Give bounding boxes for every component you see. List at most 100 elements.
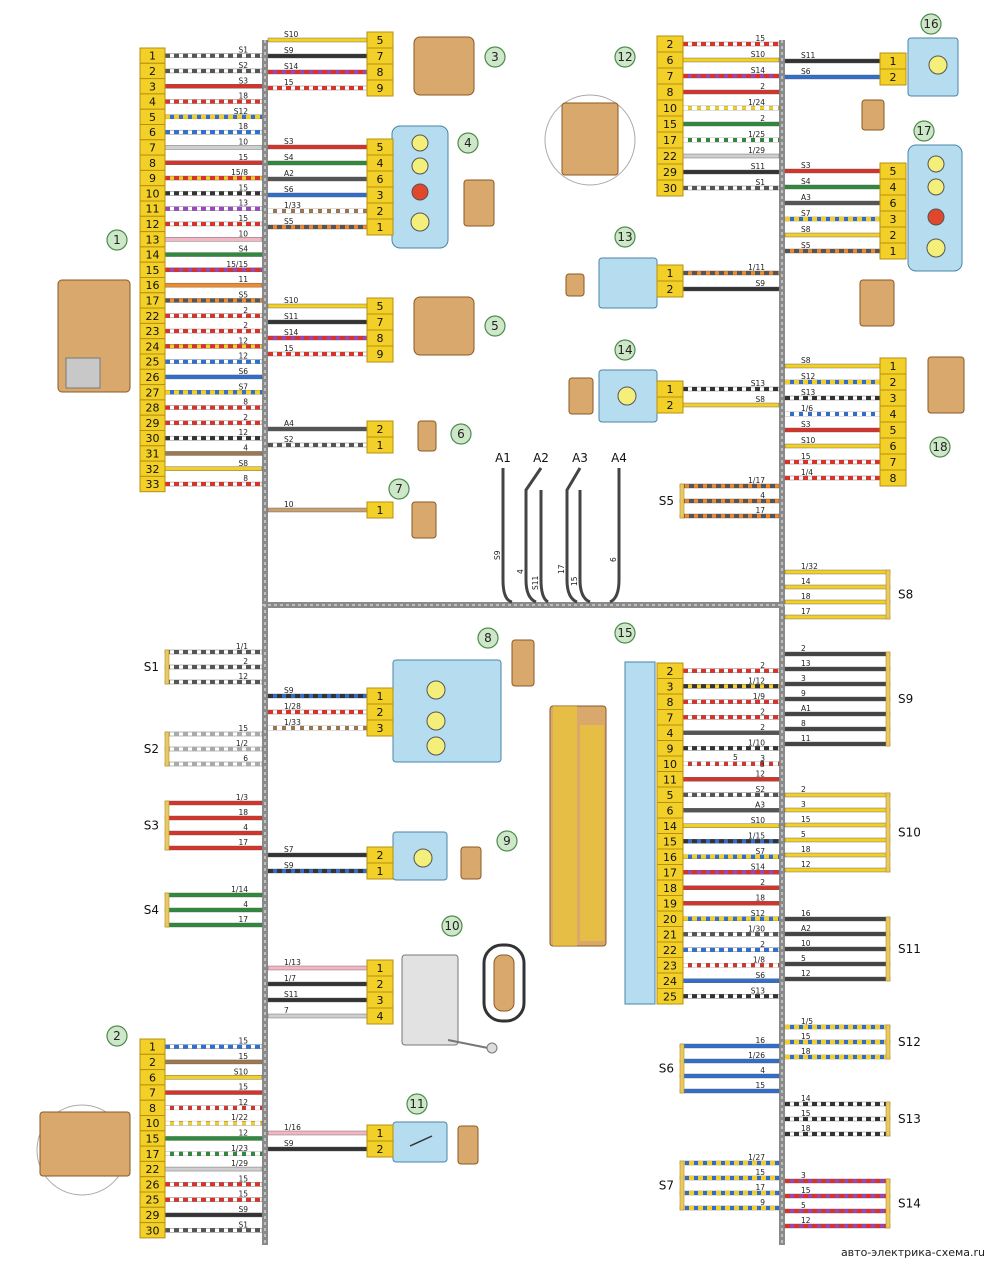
wire-label: 15	[238, 1174, 248, 1183]
pin-number: 2	[377, 978, 384, 991]
lamp-red-icon	[411, 183, 429, 201]
pin-number: 14	[146, 249, 160, 262]
wire-label: 2	[243, 306, 248, 315]
wire-label: S8	[755, 395, 765, 404]
pin-number: 9	[377, 348, 384, 361]
wire-label: S8	[238, 459, 248, 468]
pin-number: 10	[146, 1117, 160, 1130]
module-13-housing	[598, 257, 658, 309]
lamp-icon	[411, 157, 429, 175]
wire-label: 8	[243, 398, 248, 407]
wire-label: 15	[238, 183, 248, 192]
splice-bar	[885, 1178, 891, 1229]
splice-label: S3	[144, 819, 159, 833]
badge-number: 5	[491, 319, 499, 333]
harness-trunks	[262, 40, 785, 1245]
pin-number: 6	[890, 440, 897, 453]
pin-number: 15	[663, 835, 677, 848]
splice-wire-label: 1/32	[801, 562, 818, 571]
pin-cell	[139, 475, 166, 493]
wire-label: 12	[238, 352, 248, 361]
pin-number: 3	[377, 722, 384, 735]
wire-label: S6	[284, 185, 294, 194]
pin-cell	[366, 501, 394, 519]
pin-number: 2	[377, 205, 384, 218]
wire-label: 1/16	[284, 1123, 301, 1132]
pin-cell	[656, 396, 684, 414]
splice-wire-label: 9	[801, 689, 806, 698]
pin-number: 17	[663, 866, 677, 879]
pin-number: 3	[890, 392, 897, 405]
pin-cell	[879, 68, 907, 86]
pin-cell	[366, 1007, 394, 1025]
splice-wire-label: 11	[801, 734, 811, 743]
connector-10-insert	[493, 954, 515, 1012]
connector-11-plug	[457, 1125, 479, 1165]
splice-label: S10	[898, 826, 921, 840]
connector-3-socket	[413, 36, 475, 96]
pin-number: 22	[146, 310, 160, 323]
wire-label: 15/15	[226, 260, 248, 269]
wire-label: 2	[760, 114, 765, 123]
internal-a-wires: A1 A2 A3 A4 S9 4 S11 17 15 6	[493, 451, 627, 604]
pin-number: 3	[890, 213, 897, 226]
devices	[36, 36, 965, 1196]
pin-number: 15	[663, 118, 677, 131]
badge-circle	[614, 226, 636, 248]
float-icon	[486, 1042, 498, 1054]
wire-label: 1/22	[231, 1113, 248, 1122]
splice-wire-label: 3	[801, 800, 806, 809]
wire-label: S10	[801, 436, 816, 445]
wire-label: 2	[243, 321, 248, 330]
connector-2-body	[39, 1111, 131, 1177]
pin-block-1: S11S22S33184S12518610715815/891510131115…	[139, 46, 263, 493]
wire-label: S2	[755, 785, 765, 794]
pin-number: 1	[667, 267, 674, 280]
pin-number: 1	[377, 865, 384, 878]
splice-brackets: 1/1212S1151/26S21/318417S31/14417S41/174…	[144, 476, 921, 1229]
pin-number: 7	[377, 50, 384, 63]
pin-number: 5	[377, 34, 384, 47]
lamp-icon	[927, 178, 945, 196]
wire-label: 12	[238, 428, 248, 437]
wire-label: S7	[801, 209, 811, 218]
wire-label: 1/30	[748, 924, 765, 933]
wire-label: S5	[238, 290, 248, 299]
wire	[267, 192, 368, 198]
pin-number: 3	[149, 80, 156, 93]
pin-number: 29	[146, 1209, 160, 1222]
pin-number: 25	[663, 990, 677, 1003]
splice-bar	[885, 1101, 891, 1137]
pin-number: 9	[667, 742, 674, 755]
badge-number: 3	[491, 50, 499, 64]
wire-label: 2	[760, 661, 765, 670]
pin-number: 4	[667, 727, 674, 740]
pin-number: 8	[377, 332, 384, 345]
pin-number: 2	[667, 38, 674, 51]
pin-cell	[366, 79, 394, 97]
pin-number: 2	[377, 849, 384, 862]
wire-label: S9	[755, 279, 765, 288]
splice-wire-label: 10	[801, 939, 811, 948]
wire-label: S9	[238, 1205, 248, 1214]
splice-label: S7	[659, 1179, 674, 1193]
splice-wire-label: 5	[801, 1201, 806, 1210]
pin-number: 11	[146, 203, 160, 216]
badge-number: 8	[484, 631, 492, 645]
lamp-icon	[426, 680, 446, 700]
splice-wire-label: 12	[801, 1216, 811, 1225]
lamp-icon	[928, 55, 948, 75]
wire	[784, 168, 881, 174]
pin-number: 6	[377, 173, 384, 186]
splice-label: S9	[898, 692, 913, 706]
splice-bar	[885, 916, 891, 982]
splice-wire-label: 5	[801, 830, 806, 839]
pin-number: 1	[377, 439, 384, 452]
splice-wire-label: 17	[755, 1183, 765, 1192]
splice-label: S12	[898, 1035, 921, 1049]
